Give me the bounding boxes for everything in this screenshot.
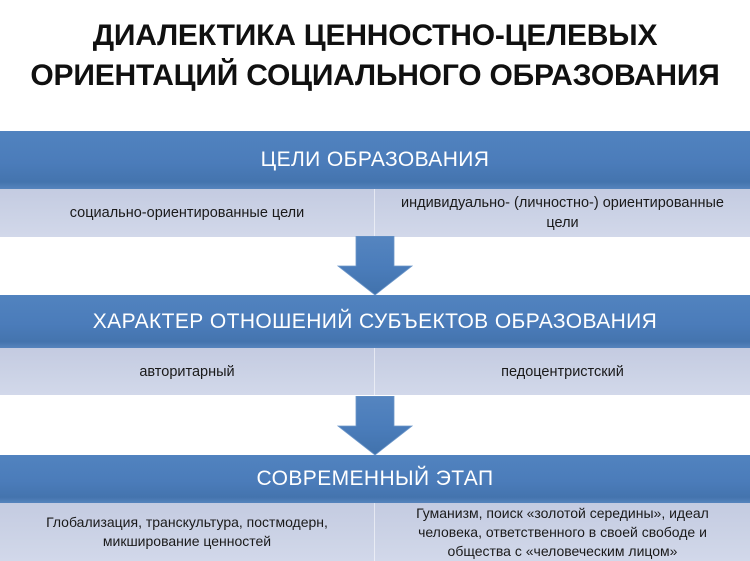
section-modern-stage-right-cell: Гуманизм, поиск «золотой середины», идеа… xyxy=(375,503,750,561)
section-modern-stage-left-cell: Глобализация, транскультура, постмодерн,… xyxy=(0,503,375,561)
section-header-relations: ХАРАКТЕР ОТНОШЕНИЙ СУБЪЕКТОВ ОБРАЗОВАНИЯ xyxy=(0,295,750,348)
section-body-goals: социально-ориентированные цели индивидуа… xyxy=(0,189,750,237)
section-relations-right-cell: педоцентристский xyxy=(375,348,750,395)
section-header-goals: ЦЕЛИ ОБРАЗОВАНИЯ xyxy=(0,131,750,189)
section-modern-stage-right-text: Гуманизм, поиск «золотой середины», идеа… xyxy=(416,504,709,559)
section-header-modern-stage: СОВРЕМЕННЫЙ ЭТАП xyxy=(0,455,750,503)
section-goals-left-cell: социально-ориентированные цели xyxy=(0,189,375,237)
section-relations-left-cell: авторитарный xyxy=(0,348,375,395)
section-header-relations-label: ХАРАКТЕР ОТНОШЕНИЙ СУБЪЕКТОВ ОБРАЗОВАНИЯ xyxy=(92,309,658,333)
page-title-line-1: ДИАЛЕКТИКА ЦЕННОСТНО-ЦЕЛЕВЫХ xyxy=(92,19,658,52)
section-goals-left-text: социально-ориентированные цели xyxy=(69,205,305,221)
page-title: ДИАЛЕКТИКА ЦЕННОСТНО-ЦЕЛЕВЫХ ОРИЕНТАЦИЙ … xyxy=(0,16,750,96)
section-header-modern-stage-label: СОВРЕМЕННЫЙ ЭТАП xyxy=(256,467,494,490)
section-goals-right-cell: индивидуально- (личностно-) ориентирован… xyxy=(375,189,750,237)
section-header-goals-label: ЦЕЛИ ОБРАЗОВАНИЯ xyxy=(260,148,490,171)
down-arrow-icon-1 xyxy=(337,236,413,296)
section-modern-stage-left-text: Глобализация, транскультура, постмодерн,… xyxy=(46,514,328,549)
section-relations-left-text: авторитарный xyxy=(139,363,235,380)
section-goals-right-text: индивидуально- (личностно-) ориентирован… xyxy=(401,195,724,231)
page-title-line-2: ОРИЕНТАЦИЙ СОЦИАЛЬНОГО ОБРАЗОВАНИЯ xyxy=(30,59,720,92)
section-body-relations: авторитарный педоцентристский xyxy=(0,348,750,395)
section-relations-right-text: педоцентристский xyxy=(501,363,624,380)
down-arrow-icon-2 xyxy=(337,396,413,456)
section-body-modern-stage: Глобализация, транскультура, постмодерн,… xyxy=(0,503,750,561)
